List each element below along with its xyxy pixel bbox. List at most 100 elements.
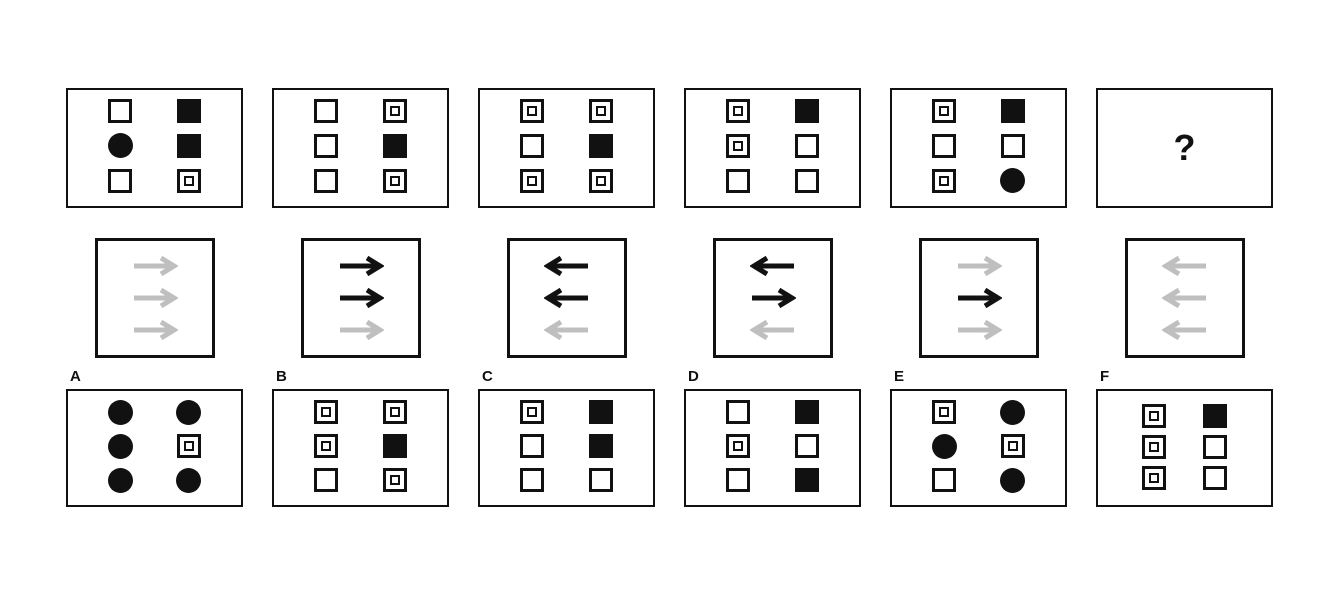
double-square-icon: [176, 168, 201, 193]
double-square-icon: [588, 168, 613, 193]
arrow-cell-4: [684, 238, 861, 358]
arrow-panel-2: [300, 238, 421, 358]
arrow-panel-4: [712, 238, 833, 358]
arrow-panel-1: [94, 238, 215, 358]
filled-circle-icon: [107, 399, 133, 425]
option-label-d: D: [688, 368, 699, 385]
double-square-icon: [314, 400, 339, 424]
open-square-icon: [588, 468, 613, 492]
open-square-icon: [932, 133, 957, 158]
arrow-left-icon: [749, 320, 794, 340]
option-e[interactable]: E: [890, 368, 1067, 507]
arrow-left-icon: [749, 256, 794, 276]
filled-circle-icon: [931, 433, 957, 459]
filled-square-icon: [588, 133, 613, 158]
arrow-panel-5: [918, 238, 1039, 358]
double-square-icon: [520, 99, 545, 124]
mystery-cell: ?: [1096, 88, 1273, 208]
open-square-icon: [314, 133, 339, 158]
filled-square-icon: [176, 99, 201, 124]
option-panel-f[interactable]: [1096, 389, 1273, 507]
open-square-icon: [726, 168, 751, 193]
double-square-icon: [726, 434, 751, 458]
double-square-icon: [932, 400, 957, 424]
arrow-cell-5: [890, 238, 1067, 358]
open-square-icon: [932, 468, 957, 492]
option-panel-a[interactable]: [66, 389, 243, 507]
sequence-panel-4: [684, 88, 861, 208]
double-square-icon: [932, 99, 957, 124]
double-square-icon: [588, 99, 613, 124]
open-square-icon: [726, 400, 751, 424]
sequence-cell-4: [684, 88, 861, 208]
double-square-icon: [1000, 434, 1025, 458]
arrow-left-icon: [543, 256, 588, 276]
option-panel-c[interactable]: [478, 389, 655, 507]
option-c[interactable]: C: [478, 368, 655, 507]
option-f[interactable]: F: [1096, 368, 1273, 507]
arrow-left-icon: [543, 320, 588, 340]
double-square-icon: [314, 434, 339, 458]
sequence-row: ?: [66, 88, 1273, 208]
double-square-icon: [726, 99, 751, 124]
open-square-icon: [314, 168, 339, 193]
open-square-icon: [1202, 466, 1227, 491]
arrow-right-icon: [133, 288, 178, 308]
open-square-icon: [520, 434, 545, 458]
arrow-left-icon: [1161, 320, 1206, 340]
arrow-cell-1: [66, 238, 243, 358]
arrow-cell-6: [1096, 238, 1273, 358]
mystery-panel: ?: [1096, 88, 1273, 208]
filled-square-icon: [176, 133, 201, 158]
sequence-cell-1: [66, 88, 243, 208]
arrow-right-icon: [957, 320, 1002, 340]
filled-square-icon: [794, 468, 819, 492]
options-row: A B C D E F: [66, 368, 1273, 507]
double-square-icon: [176, 434, 201, 458]
filled-square-icon: [588, 434, 613, 458]
double-square-icon: [1142, 403, 1167, 428]
filled-square-icon: [794, 99, 819, 124]
option-panel-b[interactable]: [272, 389, 449, 507]
arrow-left-icon: [543, 288, 588, 308]
option-label-a: A: [70, 368, 81, 385]
open-square-icon: [520, 133, 545, 158]
filled-square-icon: [382, 434, 407, 458]
open-square-icon: [520, 468, 545, 492]
arrow-right-icon: [957, 256, 1002, 276]
double-square-icon: [382, 168, 407, 193]
arrow-right-icon: [339, 256, 384, 276]
open-square-icon: [794, 168, 819, 193]
filled-circle-icon: [107, 467, 133, 493]
open-square-icon: [314, 468, 339, 492]
open-square-icon: [108, 99, 133, 124]
open-square-icon: [1000, 133, 1025, 158]
option-panel-d[interactable]: [684, 389, 861, 507]
filled-square-icon: [1202, 403, 1227, 428]
option-label-f: F: [1100, 368, 1110, 385]
option-label-b: B: [276, 368, 287, 385]
option-b[interactable]: B: [272, 368, 449, 507]
double-square-icon: [382, 400, 407, 424]
option-label-c: C: [482, 368, 493, 385]
open-square-icon: [726, 468, 751, 492]
filled-circle-icon: [1000, 467, 1026, 493]
arrow-cell-3: [478, 238, 655, 358]
filled-circle-icon: [107, 133, 133, 159]
option-label-e: E: [894, 368, 905, 385]
arrow-right-icon: [133, 256, 178, 276]
double-square-icon: [932, 168, 957, 193]
double-square-icon: [382, 468, 407, 492]
filled-square-icon: [794, 400, 819, 424]
filled-circle-icon: [1000, 168, 1026, 194]
double-square-icon: [382, 99, 407, 124]
arrow-panel-6: [1124, 238, 1245, 358]
filled-square-icon: [382, 133, 407, 158]
open-square-icon: [794, 434, 819, 458]
arrow-left-icon: [1161, 288, 1206, 308]
double-square-icon: [1142, 466, 1167, 491]
option-d[interactable]: D: [684, 368, 861, 507]
option-a[interactable]: A: [66, 368, 243, 507]
option-panel-e[interactable]: [890, 389, 1067, 507]
